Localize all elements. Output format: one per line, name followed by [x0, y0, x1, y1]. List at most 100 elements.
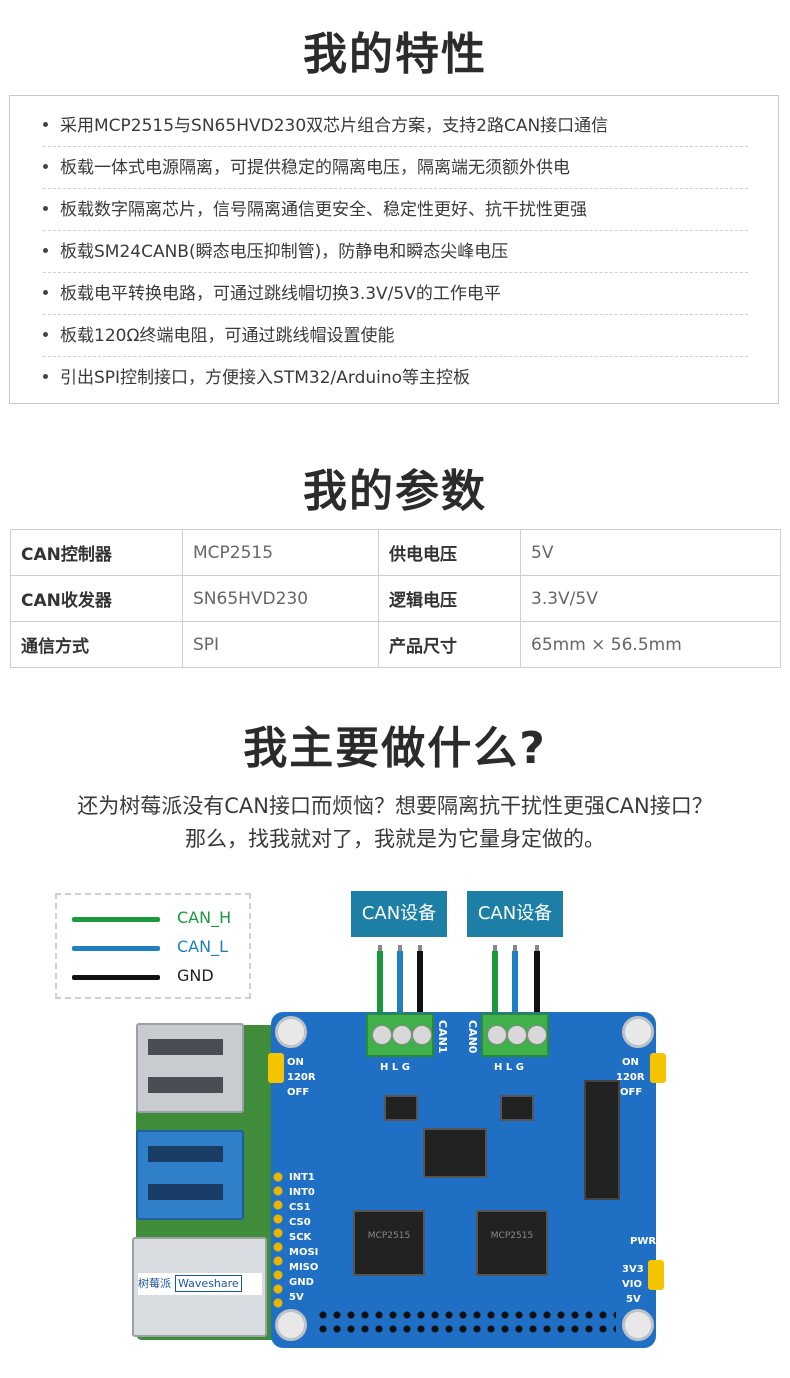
param-value: 5V	[520, 529, 781, 576]
vio-label: 5V	[626, 1294, 641, 1305]
chip-text: MCP2515	[490, 1231, 534, 1241]
pin-label: INT0	[289, 1187, 315, 1198]
gnd-wire	[534, 945, 540, 1021]
param-key: 产品尺寸	[378, 621, 521, 668]
vio-label: VIO	[622, 1279, 642, 1290]
voltage-jumper[interactable]	[648, 1260, 664, 1290]
can0-label: CAN0	[466, 1020, 479, 1054]
bullet-icon	[43, 332, 48, 337]
jumper-label: OFF	[287, 1087, 310, 1098]
feature-item: 采用MCP2515与SN65HVD230双芯片组合方案，支持2路CAN接口通信	[43, 106, 748, 147]
chip-text: MCP2515	[367, 1231, 411, 1241]
feature-item: 板载电平转换电路，可通过跳线帽切换3.3V/5V的工作电平	[43, 274, 748, 315]
feature-text: 板载电平转换电路，可通过跳线帽切换3.3V/5V的工作电平	[60, 284, 501, 304]
spi-header-pins	[271, 1170, 285, 1310]
legend-label: GND	[177, 966, 214, 985]
hlg-label: H L G	[494, 1062, 524, 1073]
termination-jumper[interactable]	[268, 1053, 284, 1083]
jumper-label: 120R	[287, 1072, 316, 1083]
bullet-icon	[43, 164, 48, 169]
feature-text: 采用MCP2515与SN65HVD230双芯片组合方案，支持2路CAN接口通信	[60, 116, 609, 136]
bullet-icon	[43, 206, 48, 211]
pin-label: CS0	[289, 1217, 311, 1228]
brand-cn: 树莓派	[138, 1277, 171, 1290]
param-key: 逻辑电压	[378, 575, 521, 622]
mount-hole	[622, 1016, 654, 1048]
param-value: 3.3V/5V	[520, 575, 781, 622]
param-key: CAN控制器	[10, 529, 183, 576]
can-h-line	[72, 917, 160, 922]
pin-label: 5V	[289, 1292, 304, 1303]
can-h-wire	[377, 945, 383, 1021]
mcp2515-chip: MCP2515	[476, 1210, 548, 1276]
jumper-label: OFF	[620, 1087, 643, 1098]
feature-text: 板载SM24CANB(瞬态电压抑制管)，防静电和瞬态尖峰电压	[60, 242, 509, 262]
can-l-wire	[512, 945, 518, 1021]
can-l-wire	[397, 945, 403, 1021]
gnd-line	[72, 975, 160, 980]
feature-item: 板载SM24CANB(瞬态电压抑制管)，防静电和瞬态尖峰电压	[43, 232, 748, 273]
usb-port	[136, 1023, 244, 1113]
isolator-chip	[384, 1095, 418, 1121]
features-box: 采用MCP2515与SN65HVD230双芯片组合方案，支持2路CAN接口通信 …	[9, 95, 779, 404]
table-row: 通信方式 SPI 产品尺寸 65mm × 56.5mm	[10, 621, 781, 668]
feature-text: 板载120Ω终端电阻，可通过跳线帽设置使能	[60, 326, 395, 346]
intro-line-2: 那么，找我就对了，我就是为它量身定做的。	[185, 827, 605, 851]
bullet-icon	[43, 290, 48, 295]
intro-line-1: 还为树莓派没有CAN接口而烦恼？想要隔离抗干扰性更强CAN接口？	[77, 794, 713, 818]
vio-label: 3V3	[622, 1264, 644, 1275]
mcp2515-chip: MCP2515	[353, 1210, 425, 1276]
bullet-icon	[43, 122, 48, 127]
termination-jumper[interactable]	[650, 1053, 666, 1083]
feature-item: 引出SPI控制接口，方便接入STM32/Arduino等主控板	[43, 358, 748, 398]
gnd-wire	[417, 945, 423, 1021]
table-row: CAN收发器 SN65HVD230 逻辑电压 3.3V/5V	[10, 575, 781, 622]
jumper-label: 120R	[616, 1072, 645, 1083]
mount-hole	[275, 1309, 307, 1341]
isolator-chip	[500, 1095, 534, 1121]
param-key: 通信方式	[10, 621, 183, 668]
brand-en: Waveshare	[175, 1275, 242, 1292]
param-key: CAN收发器	[10, 575, 183, 622]
power-isolation-chip	[423, 1128, 487, 1178]
can-device-box: CAN设备	[467, 891, 563, 937]
legend-label: CAN_L	[177, 937, 228, 956]
hlg-label: H L G	[380, 1062, 410, 1073]
pin-label: INT1	[289, 1172, 315, 1183]
pin-label: MOSI	[289, 1247, 319, 1258]
feature-item: 板载120Ω终端电阻，可通过跳线帽设置使能	[43, 316, 748, 357]
feature-item: 板载一体式电源隔离，可提供稳定的隔离电压，隔离端无须额外供电	[43, 148, 748, 189]
gpio-header	[316, 1308, 616, 1336]
mount-hole	[622, 1309, 654, 1341]
feature-text: 引出SPI控制接口，方便接入STM32/Arduino等主控板	[60, 368, 471, 388]
legend-label: CAN_H	[177, 908, 232, 927]
param-value: SN65HVD230	[182, 575, 379, 622]
bullet-icon	[43, 374, 48, 379]
can-l-line	[72, 946, 160, 951]
jumper-label: ON	[622, 1057, 639, 1068]
params-title: 我的参数	[303, 466, 487, 517]
mount-hole	[275, 1016, 307, 1048]
feature-text: 板载数字隔离芯片，信号隔离通信更安全、稳定性更好、抗干扰性更强	[60, 200, 587, 220]
can-device-box: CAN设备	[351, 891, 447, 937]
param-value: 65mm × 56.5mm	[520, 621, 781, 668]
pin-label: CS1	[289, 1202, 311, 1213]
param-value: SPI	[182, 621, 379, 668]
pin-label: MISO	[289, 1262, 319, 1273]
usb3-port	[136, 1130, 244, 1220]
brand-label: 树莓派 Waveshare	[138, 1273, 262, 1295]
bullet-icon	[43, 248, 48, 253]
ethernet-port: 树莓派 Waveshare	[132, 1237, 267, 1337]
can1-label: CAN1	[436, 1020, 449, 1054]
wire-legend: CAN_H CAN_L GND	[55, 893, 251, 999]
pin-label: GND	[289, 1277, 314, 1288]
param-value: MCP2515	[182, 529, 379, 576]
what-title: 我主要做什么?	[243, 723, 547, 774]
connector-chip	[584, 1080, 620, 1200]
feature-item: 板载数字隔离芯片，信号隔离通信更安全、稳定性更好、抗干扰性更强	[43, 190, 748, 231]
can-h-wire	[492, 945, 498, 1021]
can1-terminal	[366, 1013, 434, 1057]
jumper-label: ON	[287, 1057, 304, 1068]
pwr-label: PWR	[630, 1236, 657, 1247]
can0-terminal	[481, 1013, 549, 1057]
